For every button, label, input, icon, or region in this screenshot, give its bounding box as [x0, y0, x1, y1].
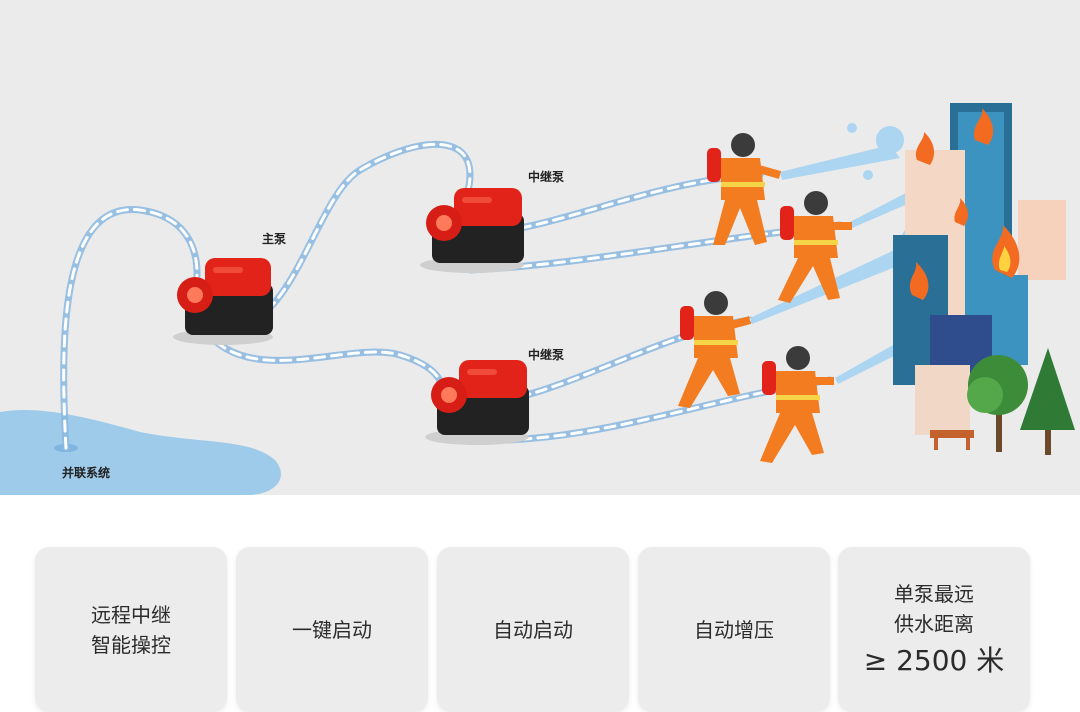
main-pump: [173, 258, 273, 345]
feature-line: 远程中继: [91, 602, 171, 627]
firefighter: [760, 346, 834, 463]
firefighter: [678, 291, 752, 408]
fire-flames: [909, 108, 1020, 300]
feature-line: 一键启动: [292, 617, 372, 642]
feature-card-one-key-start: 一键启动: [236, 547, 428, 712]
buildings: [893, 103, 1066, 435]
relay-pump-bottom: [425, 360, 529, 445]
system-diagram: [0, 103, 1075, 495]
feature-card-supply-distance: 单泵最远 供水距离 ≥ 2500 米: [838, 547, 1030, 712]
water-spray-1: [780, 145, 900, 180]
firefighter: [707, 133, 782, 245]
feature-line: 自动增压: [694, 617, 774, 642]
water-source-label: 并联系统: [62, 466, 111, 480]
feature-line: 智能操控: [91, 632, 171, 657]
firefighter: [778, 191, 852, 303]
feature-line: 单泵最远: [894, 581, 974, 606]
bench: [930, 430, 974, 438]
relay-pump-top-label: 中继泵: [528, 170, 565, 184]
main-pump-label: 主泵: [262, 232, 287, 246]
feature-line: 自动启动: [493, 617, 573, 642]
illustration-scene: 主泵 中继泵 中继泵 并联系统: [0, 0, 1080, 495]
water-pool: [0, 410, 281, 495]
feature-card-remote-relay: 远程中继 智能操控: [35, 547, 227, 712]
feature-cards: 远程中继 智能操控 一键启动 自动启动 自动增压 单泵最远 供水距离 ≥ 250…: [0, 495, 1080, 712]
supply-distance-value: ≥ 2500 米: [863, 643, 1005, 677]
feature-line: 供水距离: [894, 611, 974, 636]
relay-pump-top: [420, 188, 524, 273]
trees: [967, 348, 1075, 455]
feature-card-auto-start: 自动启动: [437, 547, 629, 712]
relay-pump-bottom-label: 中继泵: [528, 348, 565, 362]
feature-card-auto-boost: 自动增压: [638, 547, 830, 712]
